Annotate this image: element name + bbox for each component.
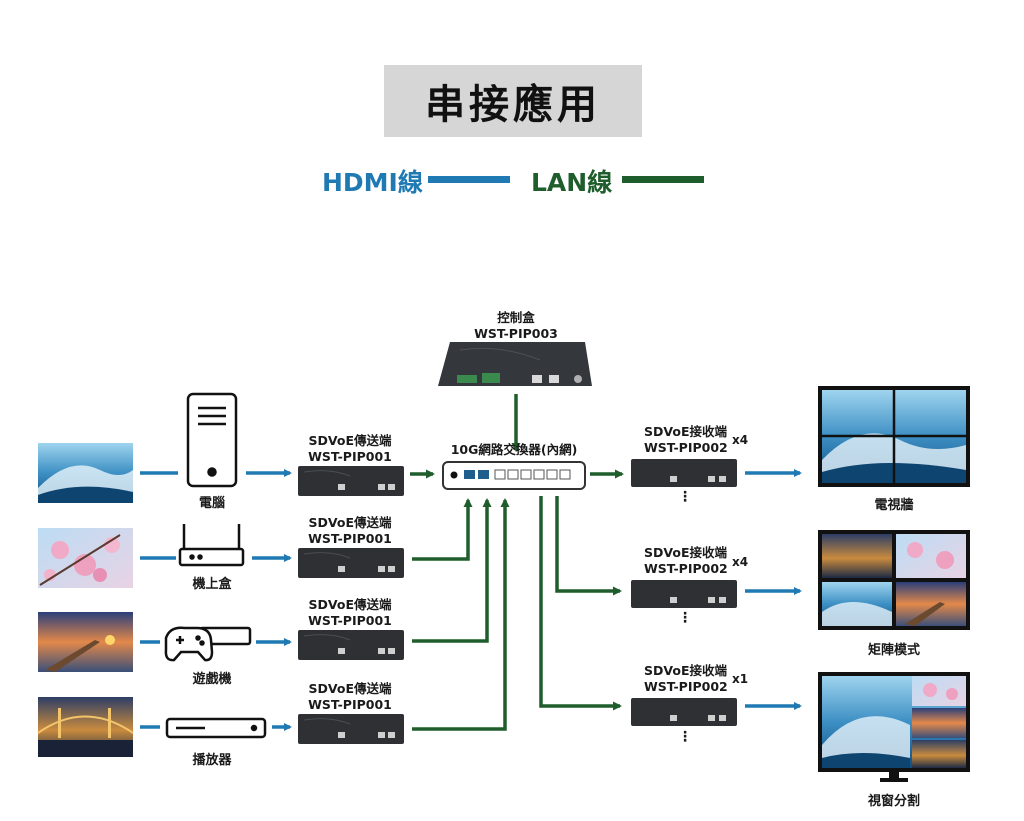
output-label: 視窗分割 (867, 794, 920, 809)
transmitter-name: SDVoE傳送端 (308, 681, 392, 696)
network-switch (442, 461, 586, 490)
receiver-model: WST-PIP002 (644, 440, 728, 455)
transmitter-device (298, 466, 404, 496)
receiver-name: SDVoE接收端 (644, 424, 727, 439)
source-image-wave (38, 443, 133, 503)
source-image-pier (38, 612, 133, 672)
transmitter-name: SDVoE傳送端 (308, 433, 392, 448)
output-label: 矩陣模式 (867, 643, 920, 658)
legend-lan-line (622, 176, 704, 183)
ellipsis-icon: ⋮ (678, 610, 692, 626)
receiver-name: SDVoE接收端 (644, 545, 727, 560)
receiver-name: SDVoE接收端 (644, 663, 727, 678)
receiver-device (631, 580, 737, 608)
controller-name: 控制盒 (497, 310, 535, 325)
transmitter-model: WST-PIP001 (308, 449, 392, 464)
lan-connections (410, 394, 624, 731)
transmitter-device (298, 548, 404, 578)
desktop-pc-icon (186, 392, 238, 488)
transmitter-name: SDVoE傳送端 (308, 515, 392, 530)
hdmi-connections (140, 469, 802, 731)
controller-device (438, 342, 592, 386)
ellipsis-icon: ⋮ (678, 489, 692, 505)
transmitter-model: WST-PIP001 (308, 531, 392, 546)
legend-lan-label: LAN線 (531, 168, 613, 197)
output-video-wall (818, 386, 970, 487)
transmitter-model: WST-PIP001 (308, 697, 392, 712)
transmitter-model: WST-PIP001 (308, 613, 392, 628)
source-image-sakura (38, 528, 133, 588)
switch-label: 10G網路交換器(內網) (450, 442, 578, 457)
receiver-model: WST-PIP002 (644, 561, 728, 576)
output-window-split (818, 672, 970, 782)
game-console-icon (164, 626, 252, 662)
diagram-title: 串接應用 (384, 65, 642, 137)
receiver-device (631, 459, 737, 487)
receiver-count: x4 (732, 555, 749, 569)
output-matrix (818, 530, 970, 630)
source-label: 電腦 (198, 496, 225, 511)
receiver-count: x1 (732, 672, 749, 686)
source-label: 播放器 (192, 753, 232, 768)
ellipsis-icon: ⋮ (678, 729, 692, 745)
controller-model: WST-PIP003 (474, 326, 558, 341)
receiver-count: x4 (732, 433, 749, 447)
receiver-device (631, 698, 737, 726)
legend-hdmi-line (428, 176, 510, 183)
legend-hdmi-label: HDMI線 (322, 168, 423, 197)
source-label: 遊戲機 (192, 672, 232, 687)
source-image-bridge (37, 697, 134, 757)
router-box-icon (178, 524, 245, 567)
output-label: 電視牆 (874, 498, 914, 513)
transmitter-device (298, 714, 404, 744)
media-player-icon (165, 717, 267, 739)
receiver-model: WST-PIP002 (644, 679, 728, 694)
transmitter-name: SDVoE傳送端 (308, 597, 392, 612)
source-label: 機上盒 (192, 577, 232, 592)
transmitter-device (298, 630, 404, 660)
